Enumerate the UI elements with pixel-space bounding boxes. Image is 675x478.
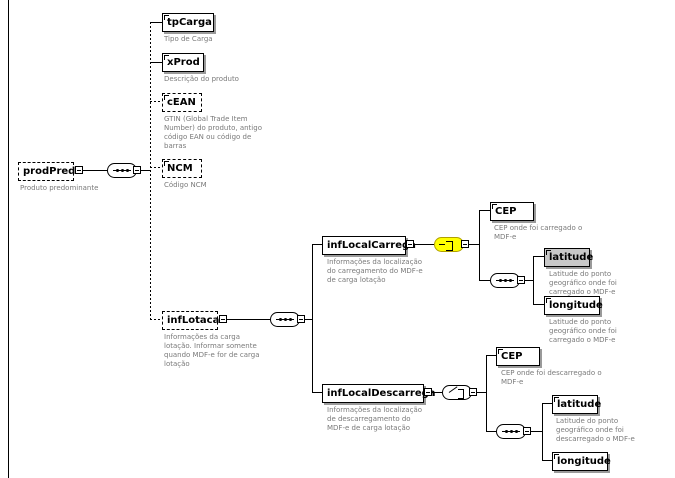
node-CEP-carrega[interactable]: CEP <box>490 202 534 221</box>
desc-NCM: Código NCM <box>164 181 207 189</box>
desc-infLocalDescarrega: Informações da localização de descarrega… <box>327 406 423 432</box>
node-longitude-descarrega[interactable]: longitude <box>552 452 611 471</box>
desc-prodPred: Produto predominante <box>20 184 99 192</box>
node-latitude-carrega[interactable]: latitude <box>544 248 593 267</box>
desc-CEP-carrega: CEP onde foi carregado o MDF-e <box>494 224 583 241</box>
node-NCM[interactable]: NCM <box>162 159 202 178</box>
collapse-toggle[interactable] <box>75 166 83 174</box>
desc-infLotacao: Informações da carga lotação. Informar s… <box>164 333 260 368</box>
desc-longitude-carrega: Latitude do ponto geográfico onde foi ca… <box>549 318 617 344</box>
node-infLocalCarrega[interactable]: infLocalCarrega <box>322 236 416 255</box>
node-cEAN[interactable]: cEAN <box>162 93 202 112</box>
collapse-toggle[interactable] <box>424 388 432 396</box>
collapse-toggle[interactable] <box>406 240 414 248</box>
node-longitude-carrega[interactable]: longitude <box>544 296 603 315</box>
sequence-compositor[interactable] <box>270 312 300 327</box>
node-latitude-descarrega[interactable]: latitude <box>552 395 601 414</box>
choice-compositor-highlighted[interactable] <box>434 237 464 252</box>
desc-tpCarga: Tipo de Carga <box>164 35 213 43</box>
desc-infLocalCarrega: Informações da localização do carregamen… <box>327 258 423 284</box>
node-CEP-descarrega[interactable]: CEP <box>496 347 540 366</box>
collapse-toggle[interactable] <box>517 276 525 284</box>
node-tpCarga[interactable]: tpCarga <box>162 13 214 32</box>
collapse-toggle[interactable] <box>297 315 305 323</box>
desc-latitude-carrega: Latitude do ponto geográfico onde foi ca… <box>549 270 617 296</box>
node-xProd[interactable]: xProd <box>162 53 204 72</box>
collapse-toggle[interactable] <box>523 427 531 435</box>
sequence-compositor[interactable] <box>490 273 520 288</box>
collapse-toggle[interactable] <box>133 166 141 174</box>
choice-compositor[interactable] <box>442 385 472 400</box>
desc-cEAN: GTIN (Global Trade Item Number) do produ… <box>164 115 262 150</box>
collapse-toggle[interactable] <box>219 315 227 323</box>
desc-xProd: Descrição do produto <box>164 75 239 83</box>
desc-latitude-descarrega: Latitude do ponto geográfico onde foi de… <box>556 417 635 443</box>
node-prodPred[interactable]: prodPred <box>18 162 75 181</box>
sequence-compositor[interactable] <box>107 163 137 178</box>
collapse-toggle[interactable] <box>461 240 469 248</box>
sequence-compositor[interactable] <box>496 424 526 439</box>
node-infLotacao[interactable]: infLotacao <box>162 311 226 330</box>
node-infLocalDescarrega[interactable]: infLocalDescarrega <box>322 384 436 403</box>
desc-CEP-descarrega: CEP onde foi descarregado o MDF-e <box>501 369 602 386</box>
collapse-toggle[interactable] <box>469 388 477 396</box>
